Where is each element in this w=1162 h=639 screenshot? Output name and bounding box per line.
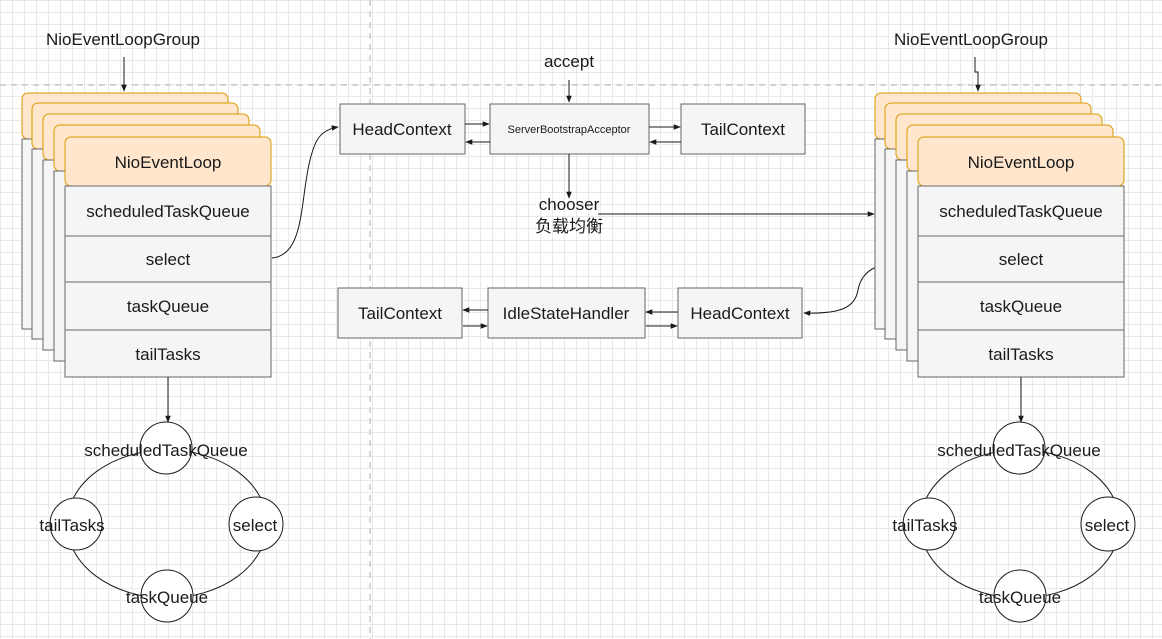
- boss-cycle-right-label: select: [233, 516, 278, 535]
- worker-cycle-right-label: select: [1085, 516, 1130, 535]
- worker-cycle-node-left: [902, 497, 956, 551]
- worker-row-tailtasks-label: tailTasks: [988, 345, 1053, 364]
- worker-cycle-node-bottom: [993, 569, 1047, 623]
- boss-cycle-top-label: scheduledTaskQueue: [84, 441, 248, 460]
- boss-pipeline: accept HeadContext ServerBootstrapAccept…: [271, 52, 806, 259]
- boss-group-title: NioEventLoopGroup: [46, 30, 200, 49]
- boss-cycle-left-label: tailTasks: [39, 516, 104, 535]
- worker-group-arrow: [974, 57, 981, 92]
- worker-cycle-left-label: tailTasks: [892, 516, 957, 535]
- worker-cycle: scheduledTaskQueue tailTasks select task…: [892, 421, 1136, 623]
- worker-row-select-label: select: [999, 250, 1044, 269]
- worker-row-scheduled: [917, 185, 1125, 237]
- boss-head-context-label: HeadContext: [352, 120, 452, 139]
- boss-row-scheduled-label: scheduledTaskQueue: [86, 202, 250, 221]
- idle-state-handler: [487, 287, 646, 339]
- worker-loop-header-label: NioEventLoop: [968, 153, 1075, 172]
- chooser: chooser 负载均衡: [535, 154, 875, 236]
- worker-row-select: [917, 235, 1125, 283]
- boss-cycle-node-right: [228, 496, 284, 552]
- worker-head-context-label: HeadContext: [690, 304, 790, 323]
- worker-nio-event-loop: NioEventLoop scheduledTaskQueue select t…: [917, 136, 1125, 378]
- worker-cycle-node-right: [1080, 496, 1136, 552]
- worker-cycle-top-label: scheduledTaskQueue: [937, 441, 1101, 460]
- chooser-label: chooser: [539, 195, 600, 214]
- boss-row-tailtasks-label: tailTasks: [135, 345, 200, 364]
- worker-row-taskqueue: [917, 281, 1125, 331]
- worker-tail-context: [337, 287, 463, 339]
- boss-event-loop-group: NioEventLoopGroup NioEventLoop scheduled…: [21, 30, 284, 623]
- worker-tail-context-label: TailContext: [358, 304, 442, 323]
- select-to-head-arrow: [271, 125, 339, 259]
- boss-row-select-label: select: [146, 250, 191, 269]
- worker-pipeline: TailContext IdleStateHandler HeadContext: [337, 258, 919, 339]
- boss-row-select: [64, 235, 272, 283]
- boss-tail-context-label: TailContext: [701, 120, 785, 139]
- boss-cycle-node-top: [139, 421, 193, 475]
- boss-head-context: [339, 103, 466, 155]
- chooser-subtitle: 负载均衡: [535, 217, 603, 236]
- boss-cycle-bottom-label: taskQueue: [126, 588, 208, 607]
- accept-label: accept: [544, 52, 594, 71]
- worker-group-title: NioEventLoopGroup: [894, 30, 1048, 49]
- idle-state-handler-label: IdleStateHandler: [503, 304, 630, 323]
- worker-cycle-node-top: [992, 421, 1046, 475]
- boss-row-taskqueue: [64, 281, 272, 331]
- worker-row-tailtasks: [917, 329, 1125, 378]
- worker-row-taskqueue-label: taskQueue: [980, 297, 1062, 316]
- worker-row-scheduled-label: scheduledTaskQueue: [939, 202, 1103, 221]
- worker-head-context: [677, 287, 803, 339]
- boss-tail-context: [680, 103, 806, 155]
- server-bootstrap-acceptor: [489, 103, 650, 155]
- boss-cycle-node-bottom: [140, 569, 194, 623]
- boss-cycle-node-left: [49, 497, 103, 551]
- boss-row-tailtasks: [64, 329, 272, 378]
- boss-row-scheduled: [64, 185, 272, 237]
- server-bootstrap-acceptor-label: ServerBootstrapAcceptor: [508, 124, 631, 136]
- worker-event-loop-group: NioEventLoopGroup NioEventLoop scheduled…: [874, 30, 1136, 623]
- worker-cycle-bottom-label: taskQueue: [979, 588, 1061, 607]
- boss-cycle: scheduledTaskQueue tailTasks select task…: [39, 421, 284, 623]
- boss-nio-event-loop: NioEventLoop scheduledTaskQueue select t…: [64, 136, 272, 378]
- boss-loop-header-label: NioEventLoop: [115, 153, 222, 172]
- boss-row-taskqueue-label: taskQueue: [127, 297, 209, 316]
